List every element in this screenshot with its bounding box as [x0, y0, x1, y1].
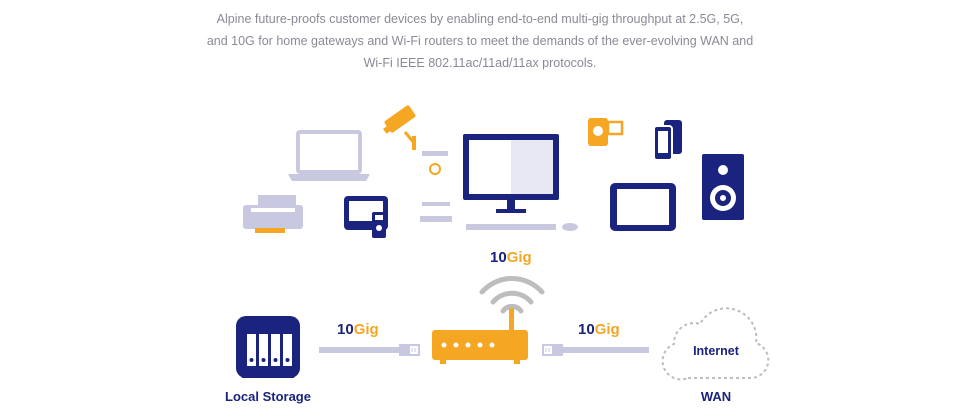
smartphones-icon	[653, 120, 682, 161]
storage-speed-value: 10	[337, 321, 354, 338]
wifi-speed-value: 10	[490, 249, 507, 266]
local-storage-label: Local Storage	[225, 389, 311, 404]
intro-line-3: Wi-Fi IEEE 802.11ac/11ad/11ax protocols.	[363, 56, 597, 70]
wifi-signal-icon	[479, 276, 545, 314]
wifi-speed-label: 10Gig	[490, 249, 532, 266]
laptop-icon	[288, 130, 370, 181]
wan-label: WAN	[701, 389, 731, 404]
storage-speed-label: 10Gig	[337, 321, 379, 338]
intro-line-2: and 10G for home gateways and Wi-Fi rout…	[206, 34, 754, 48]
cloud-icon	[661, 307, 770, 381]
wan-speed-value: 10	[578, 321, 595, 338]
wan-speed-unit: Gig	[595, 321, 620, 338]
desktop-computer-icon	[463, 134, 578, 231]
media-box-icon	[420, 151, 452, 222]
ethernet-cable-right	[542, 344, 649, 356]
wifi-router-icon	[432, 308, 528, 364]
intro-text: Alpine future-proofs customer devices by…	[0, 8, 960, 74]
wifi-speed-unit: Gig	[507, 249, 532, 266]
nas-storage-icon	[236, 316, 300, 378]
printer-icon	[243, 195, 303, 233]
wan-speed-label: 10Gig	[578, 321, 620, 338]
tablet-icon	[610, 183, 676, 231]
storage-speed-unit: Gig	[354, 321, 379, 338]
intro-line-1: Alpine future-proofs customer devices by…	[216, 12, 744, 26]
internet-label: Internet	[693, 344, 740, 358]
ethernet-cable-left	[319, 344, 420, 356]
security-camera-icon	[383, 105, 416, 150]
tablet-remote-icon	[344, 196, 388, 238]
speaker-icon	[702, 154, 744, 220]
camcorder-icon	[588, 118, 624, 146]
